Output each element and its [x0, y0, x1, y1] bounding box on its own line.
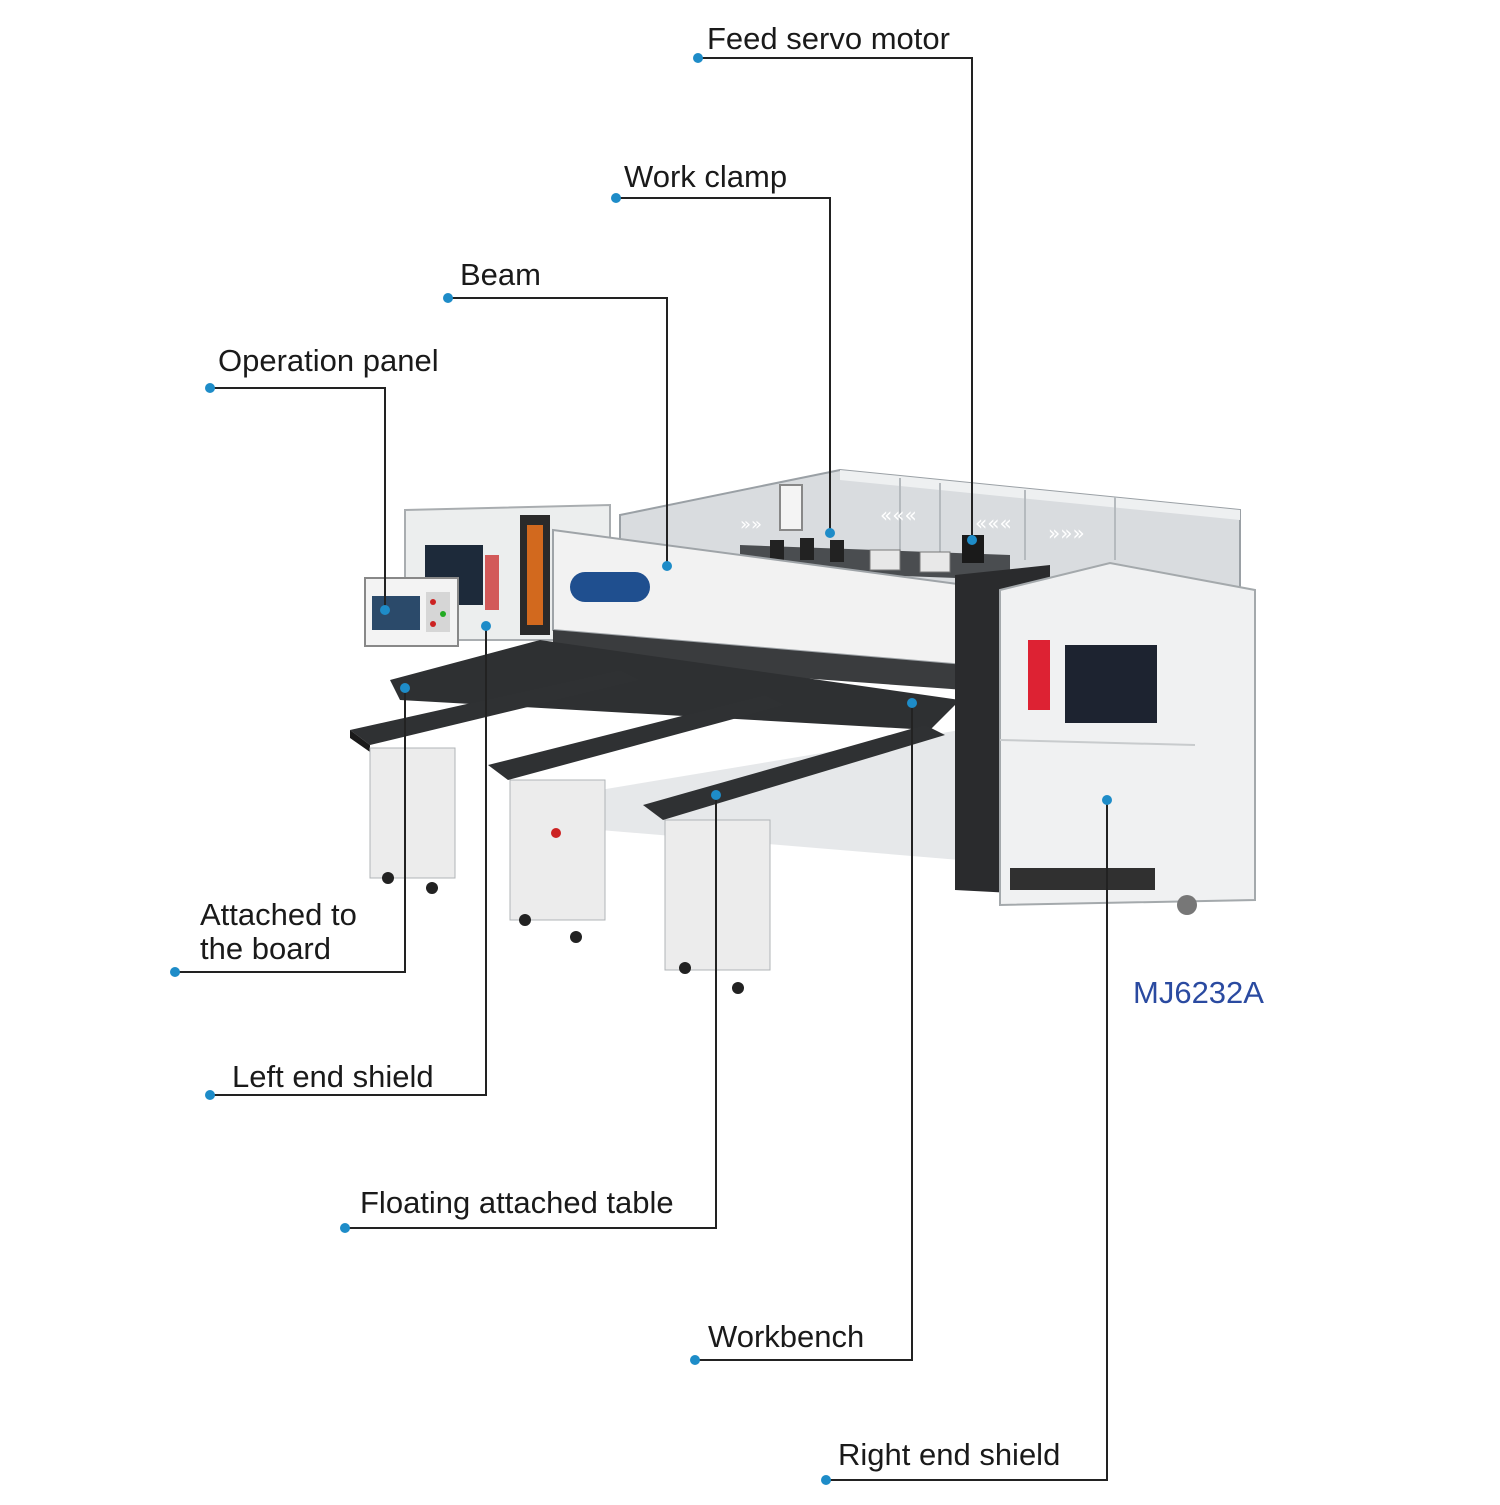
- right-cabinet: [955, 561, 1256, 915]
- label-operation-panel: Operation panel: [218, 343, 439, 378]
- dot: [170, 967, 180, 977]
- beam: [552, 528, 966, 690]
- leader-line-beam: [448, 297, 668, 566]
- label-right-end-shield: Right end shield: [838, 1437, 1061, 1472]
- label-feed-servo-motor: Feed servo motor: [707, 21, 950, 56]
- dot: [1102, 795, 1112, 805]
- chevron-mark: «««: [975, 511, 1012, 535]
- dot: [907, 698, 917, 708]
- label-workbench: Workbench: [708, 1319, 865, 1354]
- model-name: MJ6232A: [1133, 975, 1264, 1010]
- chevron-mark: «««: [880, 503, 917, 527]
- chevron-mark: »»: [740, 514, 762, 535]
- dot: [690, 1355, 700, 1365]
- label-attached-to-the-board-line2: the board: [200, 931, 331, 966]
- operation-panel: [364, 577, 459, 647]
- dot: [400, 683, 410, 693]
- chevron-mark: »»»: [1048, 521, 1085, 545]
- leader-line-left-end-shield: [210, 626, 487, 1096]
- dot: [443, 293, 453, 303]
- label-work-clamp: Work clamp: [624, 159, 788, 194]
- dot: [821, 1475, 831, 1485]
- dot: [711, 790, 721, 800]
- label-left-end-shield: Left end shield: [232, 1059, 434, 1094]
- leader-line-operation-panel: [210, 387, 386, 610]
- leader-line-floating-attached-table: [345, 795, 717, 1229]
- leader-lines: [175, 57, 1108, 1481]
- leader-line-workbench: [695, 703, 913, 1361]
- dot: [205, 1090, 215, 1100]
- dot: [340, 1223, 350, 1233]
- dot: [481, 621, 491, 631]
- leader-dots: [170, 53, 1112, 1485]
- dot: [205, 383, 215, 393]
- dot: [693, 53, 703, 63]
- leader-line-attached-to-the-board: [175, 688, 406, 973]
- leader-line-work-clamp: [616, 197, 831, 533]
- dot: [662, 561, 672, 571]
- leader-line-feed-servo-motor: [698, 57, 973, 540]
- label-beam: Beam: [460, 257, 541, 292]
- leader-line-right-end-shield: [826, 800, 1108, 1481]
- dot: [380, 605, 390, 615]
- label-floating-attached-table: Floating attached table: [360, 1185, 674, 1220]
- label-attached-to-the-board-line1: Attached to: [200, 897, 357, 932]
- dot: [611, 193, 621, 203]
- dot: [825, 528, 835, 538]
- dot: [967, 535, 977, 545]
